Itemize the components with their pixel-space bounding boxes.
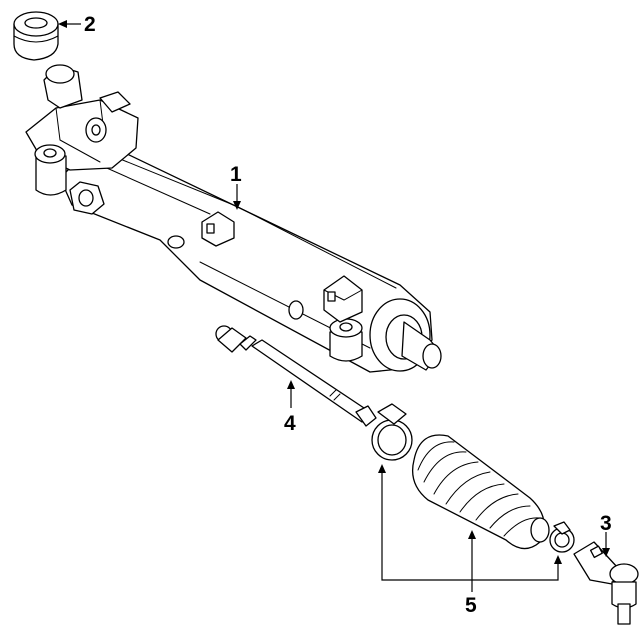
- callout-5: 5: [465, 594, 477, 617]
- callout-2: 2: [84, 13, 96, 36]
- callout-4: 4: [284, 412, 296, 435]
- boot-clamp-small[interactable]: [549, 521, 575, 553]
- callout-1: 1: [230, 163, 242, 186]
- rack-boot[interactable]: [411, 434, 550, 550]
- leaders: [58, 20, 610, 592]
- inner-tie-rod[interactable]: [215, 325, 377, 427]
- steering-gear-assembly[interactable]: [25, 64, 442, 373]
- outer-tie-rod-end[interactable]: [573, 541, 639, 625]
- boot-clamp-large[interactable]: [371, 403, 413, 461]
- mount-bushing[interactable]: [13, 11, 59, 61]
- callout-3: 3: [600, 512, 612, 535]
